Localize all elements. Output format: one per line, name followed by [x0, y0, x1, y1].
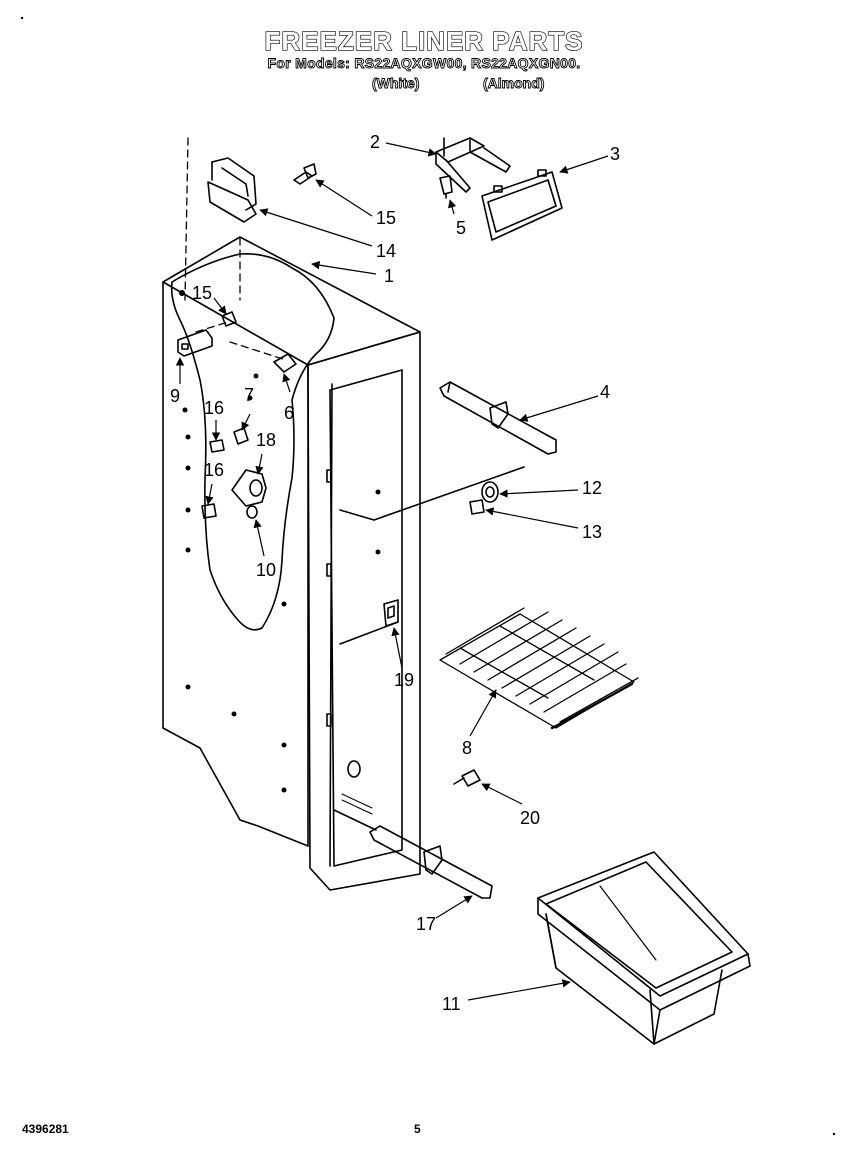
part-7-screw [233, 427, 249, 445]
callout-17: 17 [416, 914, 436, 934]
part-6-clip [273, 353, 297, 373]
part-9-clip [177, 329, 213, 357]
part-18-thermostat [231, 469, 267, 507]
callout-6: 6 [284, 403, 294, 423]
part-17-rail [369, 825, 493, 899]
part-4-rail [439, 381, 557, 455]
part-15-screw-side [221, 311, 237, 327]
callout-15-top: 15 [376, 208, 396, 228]
part-12-13-fasteners [469, 481, 499, 515]
part-10-knob [246, 505, 258, 519]
hidden-lines [184, 137, 287, 361]
models-line: For Models: RS22AQXGW00, RS22AQXGN00. [267, 55, 581, 72]
part-8-wire-shelf [439, 607, 639, 730]
part-11-ice-bin [537, 851, 751, 1045]
callout-12: 12 [582, 478, 602, 498]
diagram-title: FREEZER LINER PARTS [264, 25, 584, 56]
callout-13: 13 [582, 522, 602, 542]
callout-7: 7 [244, 385, 254, 405]
callout-10: 10 [256, 560, 276, 580]
callout-2: 2 [370, 132, 380, 152]
part-14-bracket [207, 157, 257, 223]
part-20-screw [453, 769, 481, 787]
callout-1: 1 [384, 266, 394, 286]
callout-15-side: 15 [192, 283, 212, 303]
part-2-bracket [435, 137, 511, 193]
variant-almond: (Almond) [483, 75, 545, 92]
part-5-screw [439, 175, 453, 199]
callout-18: 18 [256, 430, 276, 450]
variant-white: (White) [372, 75, 420, 92]
leader-lines [175, 142, 609, 1001]
callout-16-bottom: 16 [204, 460, 224, 480]
page-number: 5 [414, 1122, 421, 1136]
callout-14: 14 [376, 241, 396, 261]
callout-9: 9 [170, 386, 180, 406]
callout-19: 19 [394, 670, 414, 690]
callout-5: 5 [456, 218, 466, 238]
corner-mark [20, 16, 24, 20]
document-number: 4396281 [22, 1122, 69, 1136]
callout-11: 11 [442, 994, 461, 1014]
callout-16-top: 16 [204, 398, 224, 418]
callout-20: 20 [520, 808, 540, 828]
liner-holes [179, 290, 381, 793]
callout-4: 4 [600, 382, 610, 402]
freezer-liner [162, 236, 525, 891]
part-15-screw-top [293, 163, 317, 185]
corner-mark [832, 1132, 836, 1136]
part-3-cover [481, 169, 563, 241]
callout-3: 3 [610, 144, 620, 164]
callout-8: 8 [462, 738, 472, 758]
